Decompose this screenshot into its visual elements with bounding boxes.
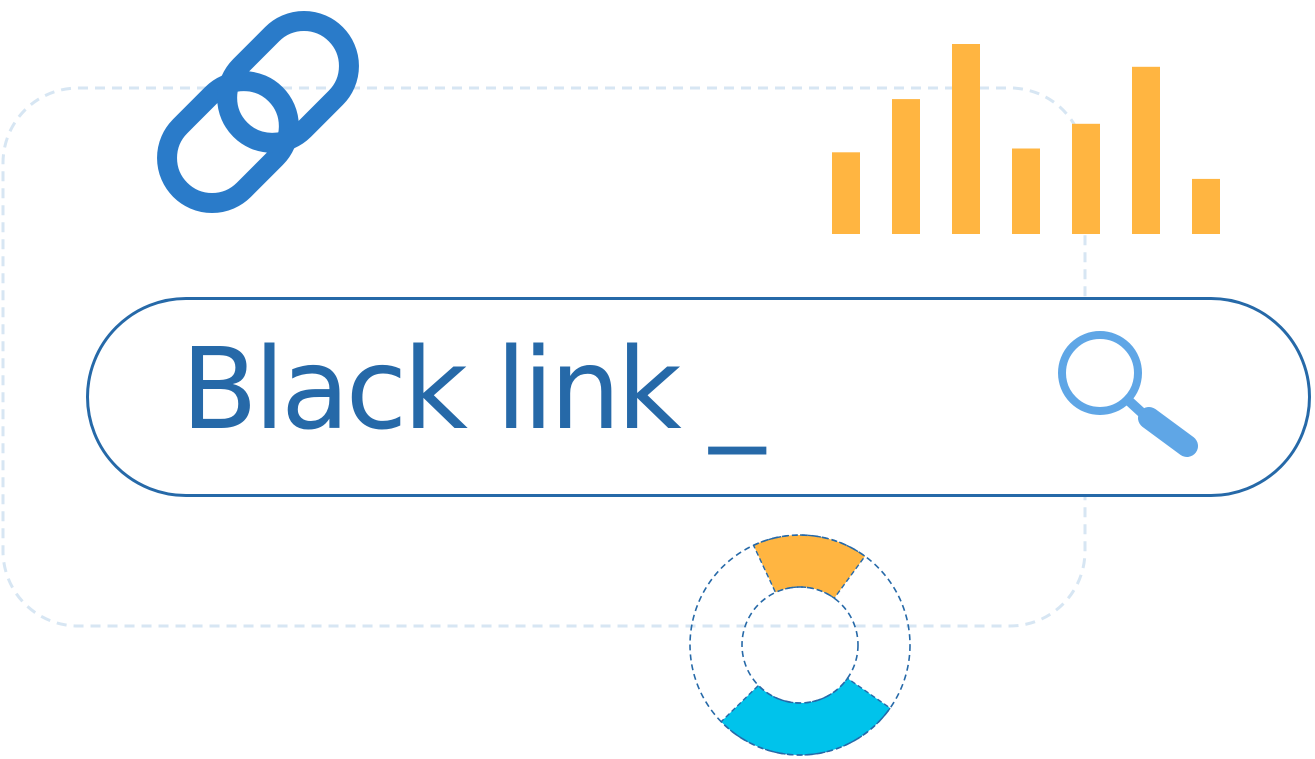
ring-segment-2 xyxy=(720,677,892,756)
bar-7 xyxy=(1192,178,1220,234)
magnifier-icon[interactable] xyxy=(1057,328,1227,478)
bar-4 xyxy=(1012,148,1040,234)
bar-1 xyxy=(832,152,860,234)
bar-2 xyxy=(892,99,920,234)
ring-inner-outline xyxy=(741,586,859,704)
ring-segment-1 xyxy=(752,534,866,600)
search-bar[interactable]: Black link _ xyxy=(86,297,1311,497)
ring-outer-outline xyxy=(689,534,911,756)
bar-3 xyxy=(952,44,980,234)
bar-6 xyxy=(1132,66,1160,234)
search-query-text: Black link _ xyxy=(181,325,765,455)
bar-5 xyxy=(1072,123,1100,234)
